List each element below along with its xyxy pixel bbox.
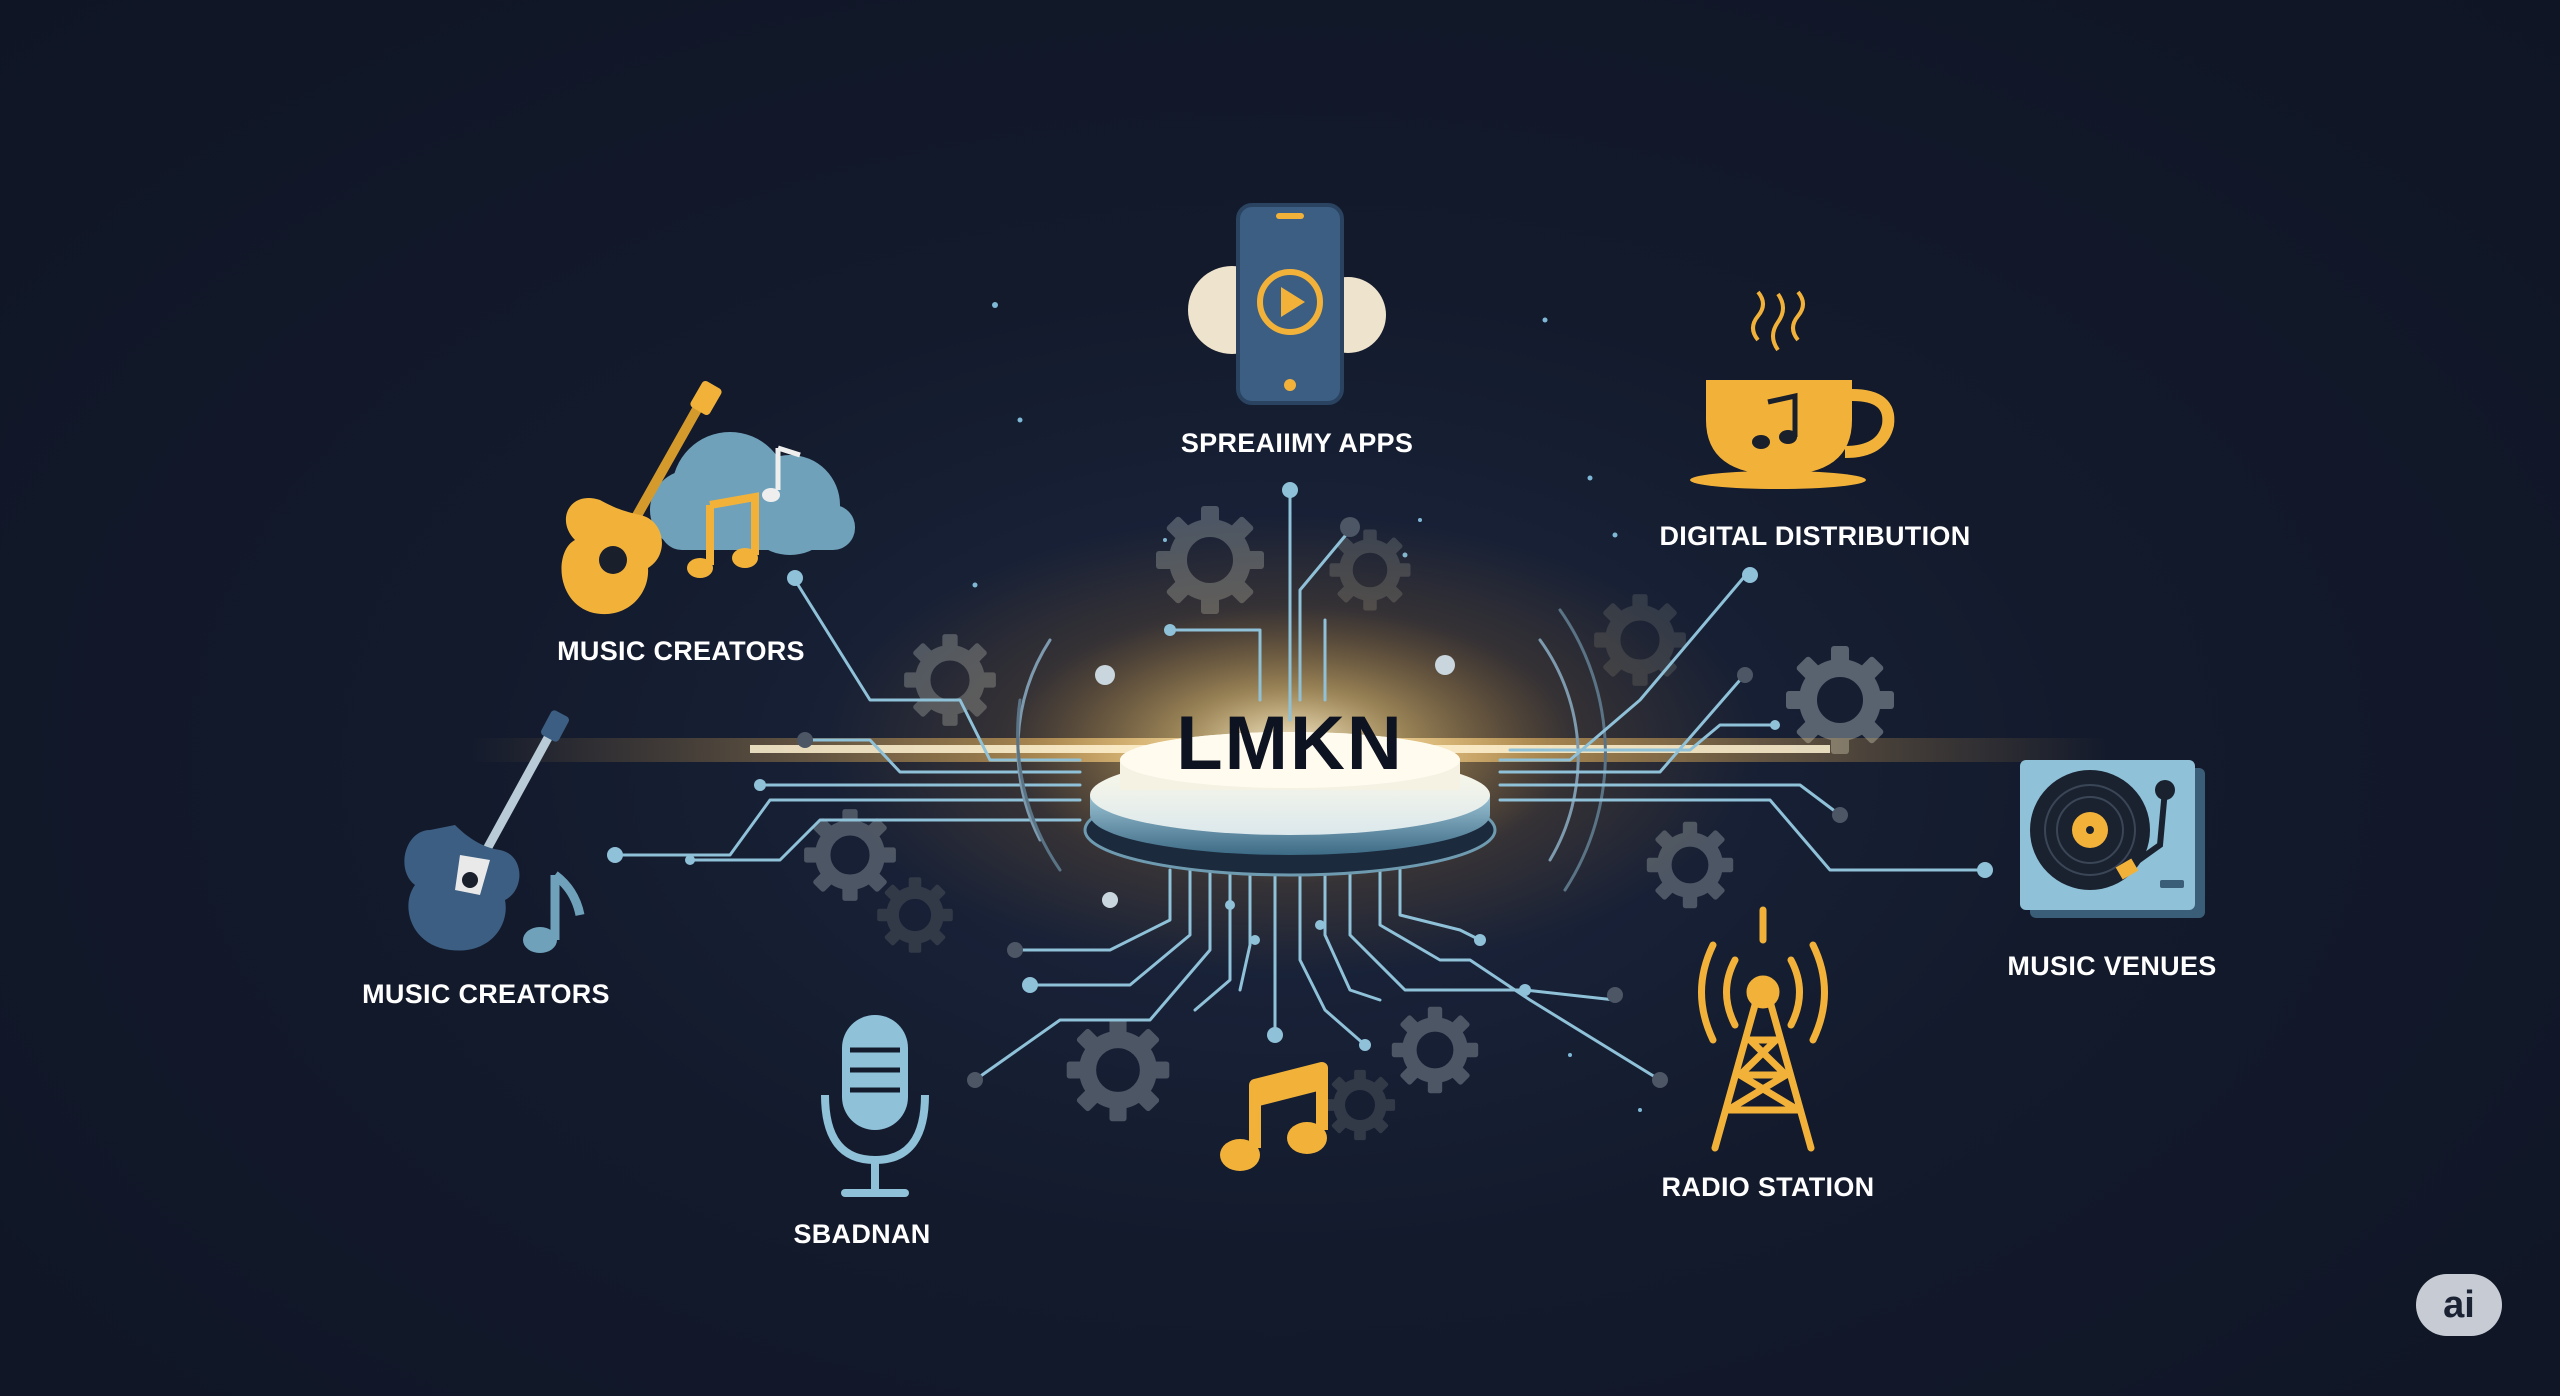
circuit-traces	[613, 488, 1987, 1082]
music-note-icon	[1220, 1062, 1328, 1171]
microphone-icon	[821, 1015, 929, 1197]
hub-title: LMKN	[1176, 701, 1404, 786]
label-podcast: SBADNAN	[793, 1219, 931, 1249]
turntable-icon	[2020, 760, 2205, 918]
radio-tower-icon	[1698, 906, 1828, 1152]
circuit-nodes	[607, 482, 1993, 1088]
gear-icon	[1392, 1007, 1478, 1093]
gear-icon	[1325, 1070, 1395, 1140]
label-radio-station: RADIO STATION	[1661, 1172, 1875, 1202]
hub-platform[interactable]	[1083, 732, 1497, 877]
gear-icon	[1786, 646, 1894, 754]
gear-icon	[1067, 1019, 1170, 1122]
coffee-cup-icon	[1690, 290, 1895, 489]
electric-guitar-icon	[404, 710, 585, 953]
ai-badge[interactable]: ai	[2416, 1274, 2502, 1336]
guitar-cloud-icon	[561, 380, 855, 615]
label-music-venues: MUSIC VENUES	[2007, 951, 2217, 981]
label-streaming-apps: SPREAIIMY APPS	[1180, 428, 1414, 458]
phone-play-icon	[1188, 203, 1386, 405]
label-music-creators-left: MUSIC CREATORS	[362, 979, 610, 1009]
label-digital-distribution: DIGITAL DISTRIBUTION	[1659, 521, 1971, 551]
label-music-creators-top: MUSIC CREATORS	[557, 636, 805, 666]
